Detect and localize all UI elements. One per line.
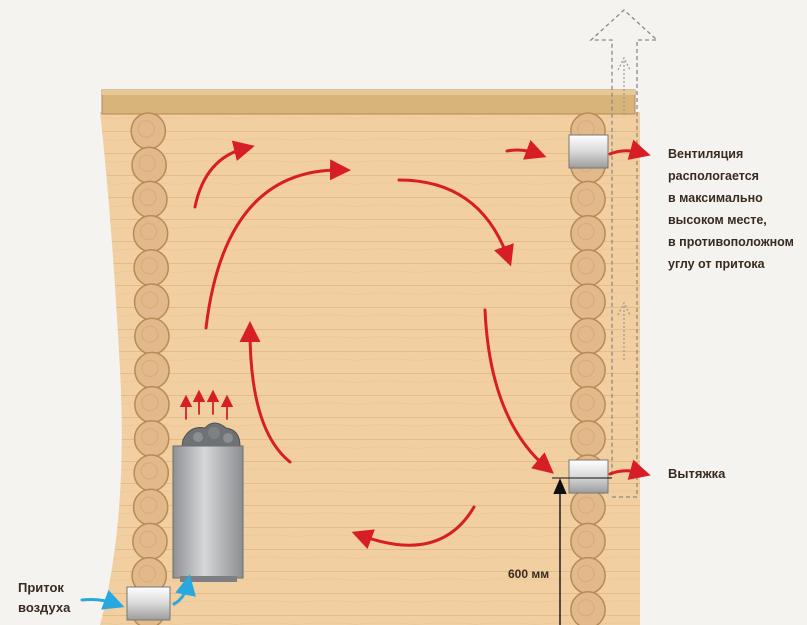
log-end — [570, 591, 606, 625]
log-end — [570, 317, 606, 355]
upper-vent — [568, 134, 609, 169]
ventilation-note-line: распологается — [668, 169, 759, 183]
log-ring — [577, 325, 595, 343]
flow-arrow — [193, 140, 255, 209]
log-ring — [140, 257, 158, 275]
log-end — [570, 249, 606, 287]
flow-arrow — [239, 321, 292, 464]
inlet-arrows — [80, 574, 196, 610]
exit-arrow-top — [608, 139, 651, 160]
log-ring — [577, 394, 595, 412]
log-ring — [577, 291, 595, 309]
log-ring — [139, 188, 157, 206]
inlet-label-line: Приток — [18, 580, 64, 595]
flow-arrow — [204, 159, 351, 330]
log-end — [134, 317, 170, 355]
inlet-label: Приток воздуха — [18, 578, 70, 618]
flow-arrow — [505, 139, 547, 160]
height-dimension-line — [552, 477, 612, 625]
ventilation-note-line: в максимально — [668, 191, 763, 205]
log-end — [570, 351, 606, 390]
flow-arrow — [397, 178, 514, 267]
log-end — [133, 249, 170, 287]
flow-arrow — [351, 505, 476, 550]
log-ring — [138, 565, 156, 583]
log-ring — [140, 223, 158, 241]
log-end — [131, 146, 167, 184]
ventilation-note-line: углу от притока — [668, 257, 765, 271]
log-end — [134, 385, 170, 424]
log-end — [133, 283, 170, 321]
left-log-wall — [130, 112, 170, 625]
log-ring — [140, 462, 158, 480]
log-end — [570, 556, 606, 595]
log-ring — [141, 359, 159, 377]
log-end — [132, 488, 169, 526]
log-ring — [140, 496, 158, 514]
log-ring — [577, 530, 595, 549]
log-ring — [141, 394, 159, 412]
inlet-vent — [126, 586, 171, 621]
log-end — [570, 522, 606, 561]
lower-vent — [568, 459, 609, 494]
log-ring — [138, 154, 156, 172]
log-end — [132, 522, 168, 561]
log-ring — [577, 599, 595, 617]
ventilation-note-line: Вентиляция — [668, 147, 744, 161]
ventilation-note: Вентиляция распологается в максимально в… — [668, 143, 794, 275]
log-end — [570, 385, 606, 424]
log-end — [133, 454, 170, 492]
duct-airflow-arrows — [617, 56, 631, 360]
log-ring — [577, 359, 595, 377]
log-end — [132, 214, 169, 253]
ventilation-note-line: высоком месте, — [668, 213, 767, 227]
ventilation-note-line: в противоположном — [668, 235, 794, 249]
log-ring — [577, 188, 595, 206]
log-end — [132, 180, 168, 219]
log-ring — [141, 428, 159, 446]
log-ring — [577, 496, 595, 514]
exit-arrow-bottom — [608, 459, 651, 480]
sauna-stove — [172, 422, 244, 582]
circulation-arrows — [193, 139, 651, 550]
flow-arrow — [483, 308, 554, 474]
log-end — [133, 420, 170, 458]
right-log-wall — [570, 112, 606, 625]
heat-arrows — [179, 389, 234, 420]
log-end — [570, 420, 606, 458]
log-ring — [577, 565, 595, 583]
log-end — [570, 214, 606, 253]
log-ring — [139, 530, 157, 549]
log-ring — [141, 325, 159, 343]
log-ring — [577, 428, 595, 446]
log-end — [570, 283, 606, 321]
log-ring — [577, 223, 595, 241]
log-end — [134, 351, 170, 390]
height-label: 600 мм — [508, 567, 550, 581]
log-ring — [577, 257, 595, 275]
log-end — [570, 180, 606, 219]
exhaust-label: Вытяжка — [668, 466, 726, 481]
log-end — [130, 112, 167, 150]
inlet-label-line: воздуха — [18, 600, 71, 615]
log-end — [570, 488, 606, 526]
log-ring — [141, 291, 159, 309]
log-ring — [137, 120, 155, 138]
